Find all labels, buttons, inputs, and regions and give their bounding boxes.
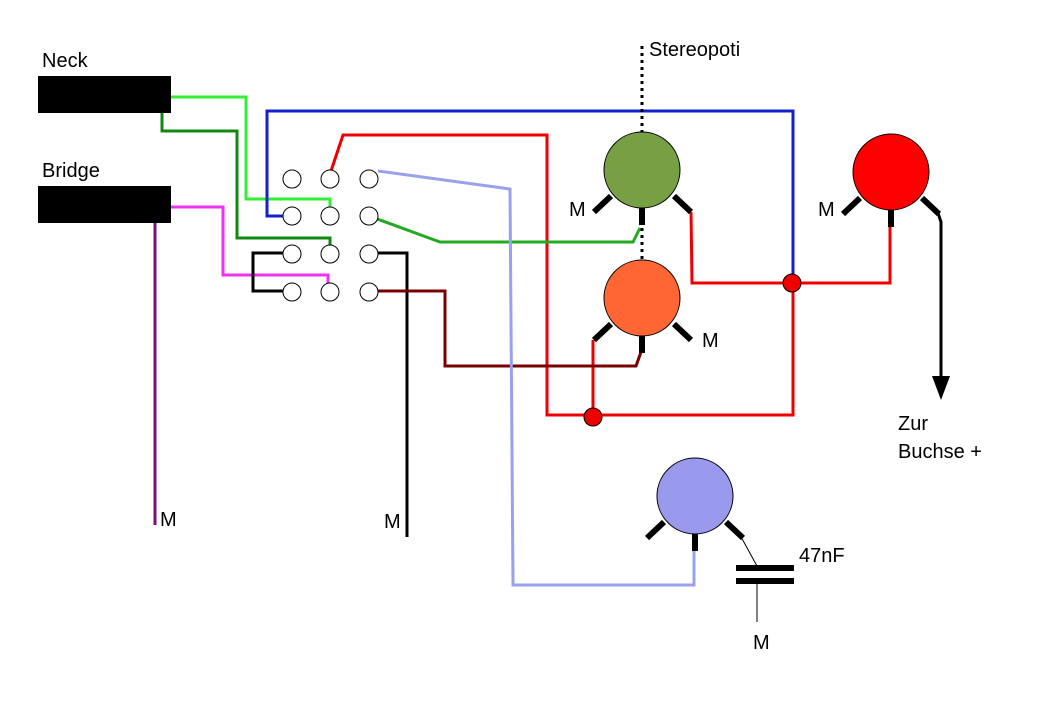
switch-contact xyxy=(359,206,379,226)
neck-hot-wire xyxy=(171,95,332,214)
switch-contact xyxy=(282,206,302,226)
neck-pickup xyxy=(38,76,171,113)
light-blue-wire xyxy=(377,169,696,587)
output-arrow-head xyxy=(932,376,950,400)
switch-contact xyxy=(282,282,302,302)
switch-contact xyxy=(359,282,379,302)
switch-contact xyxy=(359,244,379,264)
switch-ground-wire xyxy=(369,251,409,537)
pot-red xyxy=(840,133,942,227)
green-switch-wire xyxy=(368,214,642,244)
switch-contact xyxy=(282,244,302,264)
red-pot-wire xyxy=(689,211,892,285)
switch-contact xyxy=(282,169,302,189)
switch-jumper-wire xyxy=(251,251,292,293)
capacitor-lead xyxy=(739,534,758,567)
output-wire xyxy=(935,209,943,377)
switch-contact xyxy=(359,169,379,189)
ground-label: M xyxy=(753,632,770,654)
red-switch-wire xyxy=(328,133,795,417)
ground-label: M xyxy=(569,199,586,221)
stereopoti-label: Stereopoti xyxy=(649,39,740,61)
pot-blue xyxy=(644,457,746,551)
switch-contact xyxy=(320,206,340,226)
bridge-label: Bridge xyxy=(42,160,100,182)
switch-contact xyxy=(320,244,340,264)
output-label-line2: Buchse + xyxy=(898,441,982,463)
pot-green xyxy=(591,131,694,225)
output-label-line1: Zur xyxy=(898,413,928,435)
switch-contacts xyxy=(282,169,379,302)
junction-dot xyxy=(583,407,603,427)
ground-label: M xyxy=(702,330,719,352)
bridge-hot-wire xyxy=(171,205,330,290)
neck-cold-wire xyxy=(160,113,332,252)
capacitor-label: 47nF xyxy=(799,545,845,567)
ground-label: M xyxy=(384,511,401,533)
capacitor-plate xyxy=(736,578,794,584)
capacitor-plate xyxy=(736,565,794,571)
junction-dot xyxy=(782,273,802,293)
bridge-pickup xyxy=(38,186,171,223)
switch-contact xyxy=(320,282,340,302)
neck-label: Neck xyxy=(42,50,89,72)
dark-red-wire xyxy=(369,289,643,368)
pot-orange xyxy=(591,259,694,353)
ground-label: M xyxy=(818,199,835,221)
blue-wire xyxy=(265,109,795,283)
switch-contact xyxy=(320,169,340,189)
ground-label: M xyxy=(160,509,177,531)
